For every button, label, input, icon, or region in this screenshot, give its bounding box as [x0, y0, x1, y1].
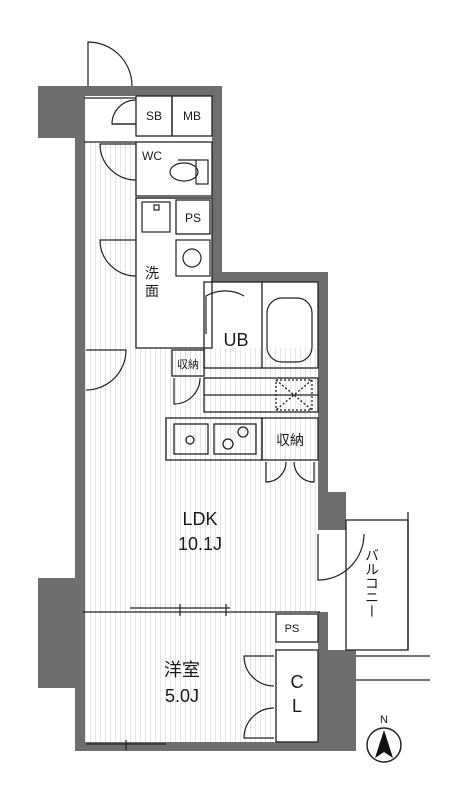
wash-door [99, 239, 137, 277]
small-storage-label: 収納 [177, 358, 199, 371]
ldk-size-label: 10.1J [178, 534, 222, 554]
kitchen-storage-label: 収納 [276, 432, 304, 448]
ps-lower-room [275, 613, 319, 643]
hall-door [85, 349, 127, 391]
closet-label-line1: C [291, 672, 304, 692]
balcony-door [317, 533, 365, 581]
hall-floor [83, 142, 136, 348]
bedroom-floor [83, 612, 276, 742]
mb-label: MB [183, 109, 201, 123]
ub-door [205, 290, 245, 334]
compass-label: N [380, 714, 388, 726]
toilet-icon [169, 159, 209, 185]
balcony-label: バルコニー [364, 548, 380, 618]
wash-basin-icon [175, 239, 211, 277]
wc-label: WC [142, 149, 162, 163]
floor-areas [83, 142, 319, 742]
bedroom-name-label: 洋室 [164, 660, 200, 680]
bathtub-icon [266, 297, 313, 363]
small-storage-room [171, 349, 205, 377]
kitchen-storage [261, 417, 319, 461]
ps-upper-label: PS [185, 211, 201, 225]
ub-label: UB [223, 330, 248, 350]
range-hood [275, 379, 313, 411]
wc-room [135, 141, 213, 197]
washer-pan-icon [141, 201, 171, 233]
ps-lower-label: PS [285, 623, 300, 635]
wash-label-line2: 面 [145, 283, 159, 299]
compass-arrow-icon [375, 730, 393, 758]
wash-label-line1: 洗 [145, 265, 159, 281]
doors [85, 41, 365, 750]
fixtures [84, 97, 313, 363]
wc-door [99, 143, 137, 181]
ldk-name-label: LDK [182, 509, 217, 529]
sb-label: SB [146, 109, 162, 123]
compass-circle-icon [366, 727, 402, 763]
ldk-floor [83, 348, 319, 612]
ub-room [203, 281, 319, 369]
entrance-door [87, 41, 133, 87]
room-outlines [83, 95, 430, 743]
bedroom-size-label: 5.0J [165, 686, 199, 706]
mb-room [171, 95, 213, 137]
room-labels: SB MB WC PS 洗 面 UB 収納 収納 LDK 10.1J PS 洋室… [142, 109, 380, 716]
ps-upper-room [175, 199, 211, 235]
closet-room [275, 649, 319, 743]
outer-walls [38, 86, 356, 751]
compass: N [366, 714, 402, 763]
closet-label-line2: L [292, 696, 302, 716]
